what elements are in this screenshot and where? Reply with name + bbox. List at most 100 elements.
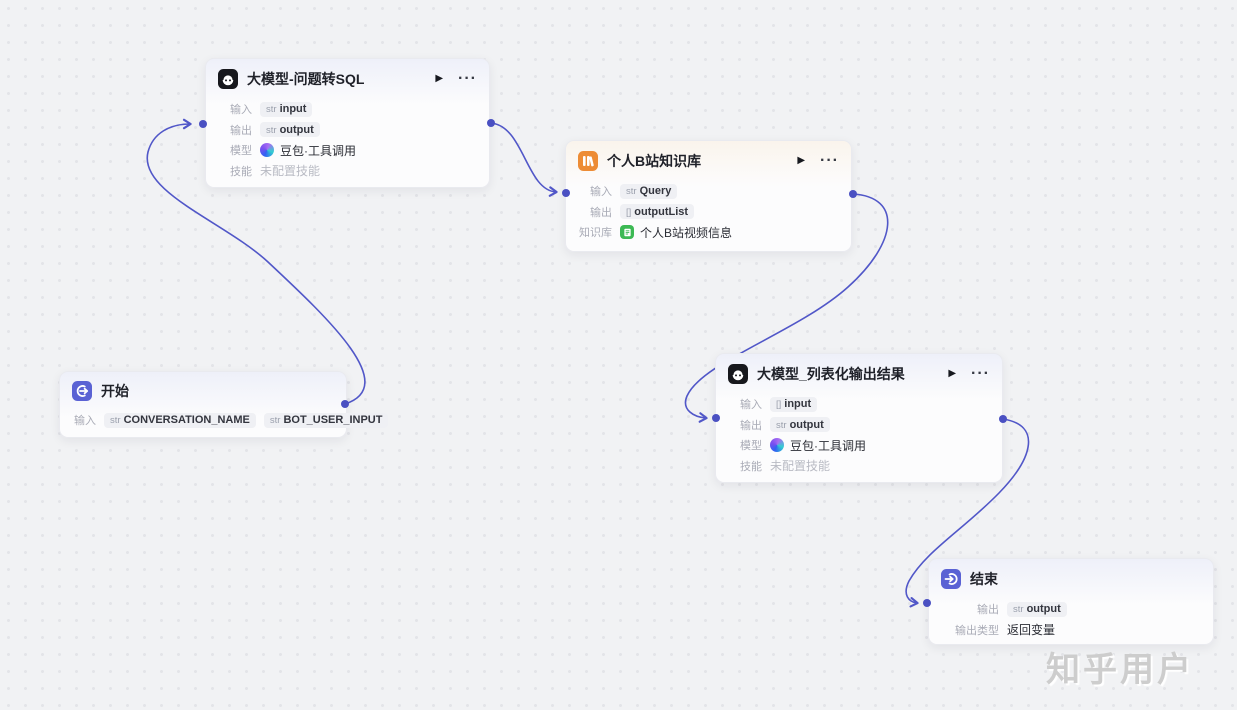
row-label: 输入 (74, 415, 96, 428)
node-title: 开始 (101, 383, 129, 399)
output-type-value: 返回变量 (1007, 623, 1056, 638)
node-title: 大模型-问题转SQL (247, 71, 365, 87)
watermark: 知乎用户 (1046, 651, 1194, 689)
param-pill: []input (770, 396, 818, 412)
row-label: 模型 (740, 440, 762, 453)
row-label: 输入 (230, 104, 252, 117)
type-tag: str (1013, 604, 1024, 616)
run-node-button[interactable]: ▶ (435, 73, 444, 84)
doubao-model-icon (260, 143, 274, 158)
row-label: 输入 (590, 186, 612, 199)
type-tag: str (266, 124, 277, 136)
node-header: 开始 (60, 372, 346, 410)
knowledge-item-icon (620, 225, 634, 240)
knowledge-node-icon (578, 151, 598, 171)
port-llm-list-in[interactable] (712, 414, 720, 422)
output-row: 输出 []outputList (578, 202, 839, 223)
row-label: 输出 (740, 419, 762, 432)
node-title: 个人B站知识库 (607, 153, 702, 169)
end-node-icon (941, 569, 961, 589)
more-menu-button[interactable]: ··· (458, 69, 477, 87)
run-node-button[interactable]: ▶ (948, 368, 957, 379)
llm-node-icon (728, 364, 748, 384)
node-title: 结束 (970, 571, 998, 587)
port-start-out[interactable] (341, 400, 349, 408)
row-label: 技能 (230, 165, 252, 178)
node-title: 大模型_列表化输出结果 (757, 366, 905, 382)
row-label: 模型 (230, 145, 252, 158)
port-end-in[interactable] (923, 599, 931, 607)
more-menu-button[interactable]: ··· (820, 151, 839, 169)
doubao-model-icon (770, 438, 784, 453)
edge-start-to-llm-sql[interactable] (146, 118, 366, 405)
more-menu-button[interactable]: ··· (971, 364, 990, 382)
row-label: 输出 (590, 206, 612, 219)
port-llm-list-out[interactable] (999, 415, 1007, 423)
row-label: 输出 (230, 124, 252, 137)
skill-value: 未配置技能 (260, 164, 321, 179)
node-header: 个人B站知识库 ▶ ··· (566, 141, 851, 181)
skill-row: 技能 未配置技能 (218, 161, 477, 182)
knowledge-base-value: 个人B站视频信息 (620, 224, 732, 241)
node-header: 结束 (929, 559, 1213, 599)
model-value: 豆包·工具调用 (770, 437, 866, 454)
node-header: 大模型-问题转SQL ▶ ··· (206, 59, 489, 99)
run-node-button[interactable]: ▶ (797, 155, 806, 166)
edge-llm-list-to-end[interactable] (905, 418, 1030, 608)
type-tag: [] (626, 206, 632, 218)
knowledge-base-row: 知识库 个人B站视频信息 (578, 222, 839, 243)
edge-knowledge-to-llm-list[interactable] (684, 193, 889, 423)
port-knowledge-out[interactable] (849, 190, 857, 198)
edge-llm-sql-to-knowledge[interactable] (490, 122, 558, 197)
row-label: 知识库 (579, 227, 612, 240)
model-value: 豆包·工具调用 (260, 142, 356, 159)
skill-row: 技能 未配置技能 (728, 456, 990, 477)
row-label: 输出类型 (955, 624, 999, 637)
row-label: 输入 (740, 399, 762, 412)
type-tag: str (776, 419, 787, 431)
port-llm-sql-out[interactable] (487, 119, 495, 127)
input-row: 输入 []input (728, 394, 990, 415)
type-tag: str (269, 415, 281, 427)
skill-value: 未配置技能 (770, 459, 831, 474)
model-row: 模型 豆包·工具调用 (728, 435, 990, 456)
row-label: 技能 (740, 460, 762, 473)
type-tag: str (626, 186, 637, 198)
llm-node-icon (218, 69, 238, 89)
param-pill: []outputList (620, 204, 695, 220)
output-type-row: 输出类型 返回变量 (941, 620, 1201, 641)
start-node-icon (72, 381, 92, 401)
model-row: 模型 豆包·工具调用 (218, 140, 477, 161)
type-tag: str (110, 415, 121, 427)
port-knowledge-in[interactable] (562, 189, 570, 197)
type-tag: [] (776, 399, 782, 411)
type-tag: str (266, 104, 277, 116)
port-llm-sql-in[interactable] (199, 120, 207, 128)
node-header: 大模型_列表化输出结果 ▶ ··· (716, 354, 1002, 394)
